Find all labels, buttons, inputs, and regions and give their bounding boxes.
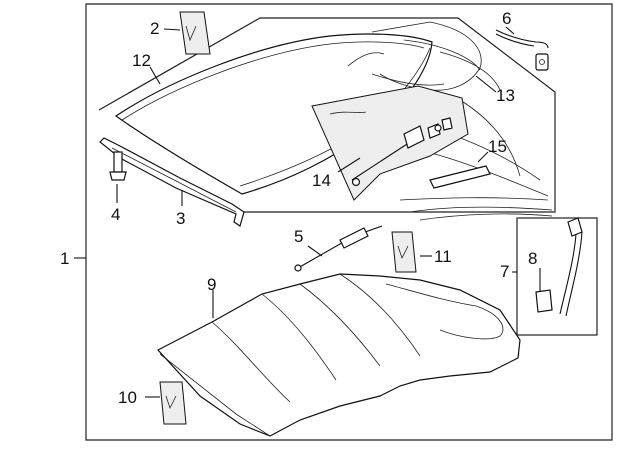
trim-strip [429, 165, 491, 189]
hardtop-subassembly-outline [98, 17, 556, 213]
callout-10: 10 [118, 388, 137, 407]
headliner-panel [311, 85, 469, 201]
bolt [109, 151, 127, 181]
callout-8: 8 [528, 249, 537, 268]
callout-7: 7 [500, 262, 509, 281]
soft-top-cover [157, 273, 521, 437]
callout-6: 6 [502, 9, 511, 28]
warning-label-11 [391, 231, 417, 273]
callout-5: 5 [294, 227, 303, 246]
leader-lines [74, 26, 541, 398]
callout-15: 15 [488, 137, 507, 156]
side-rail-weatherstrip [99, 137, 245, 227]
rear-window-seal [403, 39, 481, 71]
seal-subassembly-box [516, 217, 598, 336]
assembly-frame [85, 3, 613, 441]
seal-clip [535, 217, 583, 317]
callout-9: 9 [207, 275, 216, 294]
support-rod [294, 225, 383, 272]
warning-label-10 [159, 381, 187, 425]
callout-11: 11 [434, 247, 452, 266]
callout-4: 4 [111, 205, 120, 224]
latch-cable [495, 29, 549, 71]
warning-label-2 [179, 11, 211, 55]
callout-13: 13 [496, 86, 515, 105]
callout-12: 12 [132, 51, 151, 70]
callout-3: 3 [176, 209, 185, 228]
callout-2: 2 [150, 19, 159, 38]
callout-1: 1 [60, 249, 69, 268]
callout-14: 14 [312, 171, 331, 190]
